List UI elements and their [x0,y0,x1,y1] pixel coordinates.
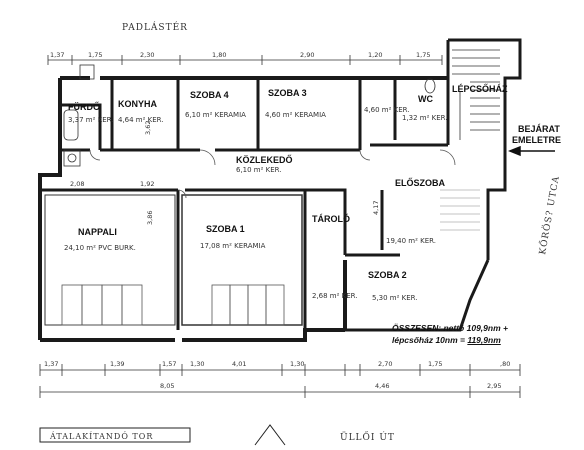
area-tarolo: 2,68 m² KER. [312,292,358,300]
area-kamra: 4,60 m² KER. [364,106,410,114]
dim-mid-5: 3,86 [146,211,154,225]
area-szoba2: 5,30 m² KER. [372,294,418,302]
area-wc: 1,32 m² KER. [402,114,448,122]
dim-mid-2: 1,92 [140,180,154,188]
dim-bottom-2-3: 2,95 [487,382,501,390]
dim-bottom-1-3: 1,57 [162,360,176,368]
dim-top-2: 1,75 [88,51,102,59]
dim-top-3: 2,30 [140,51,154,59]
dim-top-5: 2,90 [300,51,314,59]
dim-bottom-1-8: ,80 [500,360,510,368]
bottom-street-label: ÜLLŐI ÚT [340,430,395,443]
area-furdo: 3,37 m² KER. [68,116,114,124]
top-street-label: PADLÁSTÉR [122,21,188,33]
room-label-furdo: FÜRDŐ [68,101,100,112]
dim-bottom-1-6: 1,30 [290,360,304,368]
dim-top-7: 1,75 [416,51,430,59]
area-szoba1: 17,08 m² KERAMIA [200,242,266,250]
room-label-eloszoba: ELŐSZOBA [395,177,446,188]
bottom-windows [61,284,285,326]
eloszoba-hatching [440,189,480,231]
room-label-szoba3: SZOBA 3 [268,88,307,98]
summary-line-2-prefix: lépcsőház 10nm = [392,335,468,345]
dim-top-6: 1,20 [368,51,382,59]
room-label-lepcsohaz: LÉPCSŐHÁZ [452,83,508,94]
outer-walls [38,76,448,342]
area-konyha: 4,64 m² KER. [118,116,164,124]
area-eloszoba: 19,40 m² KER. [386,237,436,245]
dim-top-1: 1,37 [50,51,64,59]
bottom-dimension-line-1 [39,364,521,376]
entrance-label-2: EMELETRE [512,135,561,145]
room-label-konyha: KONYHA [118,99,158,109]
total-area-summary: ÖSSZESEN: nettó 109,9nm + lépcsőház 10nm… [392,322,584,346]
entrance-arrow [507,145,555,157]
area-szoba3: 4,60 m² KERAMIA [265,111,326,119]
dim-mid-3: 3,62 [144,121,152,135]
entrance-label-1: BEJÁRAT [518,124,560,134]
room-label-wc: WC [418,94,433,104]
room-label-tarolo: TÁROLÓ [312,213,350,224]
dim-bottom-1-5: 4,01 [232,360,246,368]
dim-top-4: 1,80 [212,51,226,59]
dim-bottom-1-9: 2,70 [378,360,392,368]
staircase-steps [452,49,500,140]
room-label-szoba1: SZOBA 1 [206,224,245,234]
top-dimension-line [47,55,443,65]
title-box-text: ÁTALAKÍTANDÓ TOR [49,432,153,441]
dim-bottom-1-1: 1,37 [44,360,58,368]
dim-mid-1: 2,08 [70,180,84,188]
room-label-szoba4: SZOBA 4 [190,90,229,100]
title-box [39,427,191,443]
bathroom-fixtures [63,64,436,167]
dim-bottom-2-2: 4,46 [375,382,389,390]
room-label-nappali: NAPPALI [78,227,117,237]
dim-mid-4: 4,17 [372,201,380,215]
interior-walls [40,80,448,330]
summary-line-1: ÖSSZESEN: nettó 109,9nm + [392,323,508,333]
dim-bottom-1-2: 1,39 [110,360,124,368]
staircase-outline [345,38,522,332]
summary-total: 119,9nm [467,335,501,345]
room-label-szoba2: SZOBA 2 [368,270,407,280]
dim-bottom-1-4: 1,30 [190,360,204,368]
door-swings [89,149,456,199]
area-nappali: 24,10 m² PVC BURK. [64,244,136,252]
summary-line-2: lépcsőház 10nm = 119,9nm [392,334,584,346]
dim-bottom-2-1: 8,05 [160,382,174,390]
dim-bottom-1-7: 1,75 [428,360,442,368]
bottom-dimension-line-2 [39,386,521,398]
north-arrow-icon [254,424,286,446]
area-szoba4: 6,10 m² KERAMIA [185,111,246,119]
room-label-kozlekedo: KÖZLEKEDŐ [236,154,293,165]
area-kozlekedo: 6,10 m² KER. [236,166,282,174]
